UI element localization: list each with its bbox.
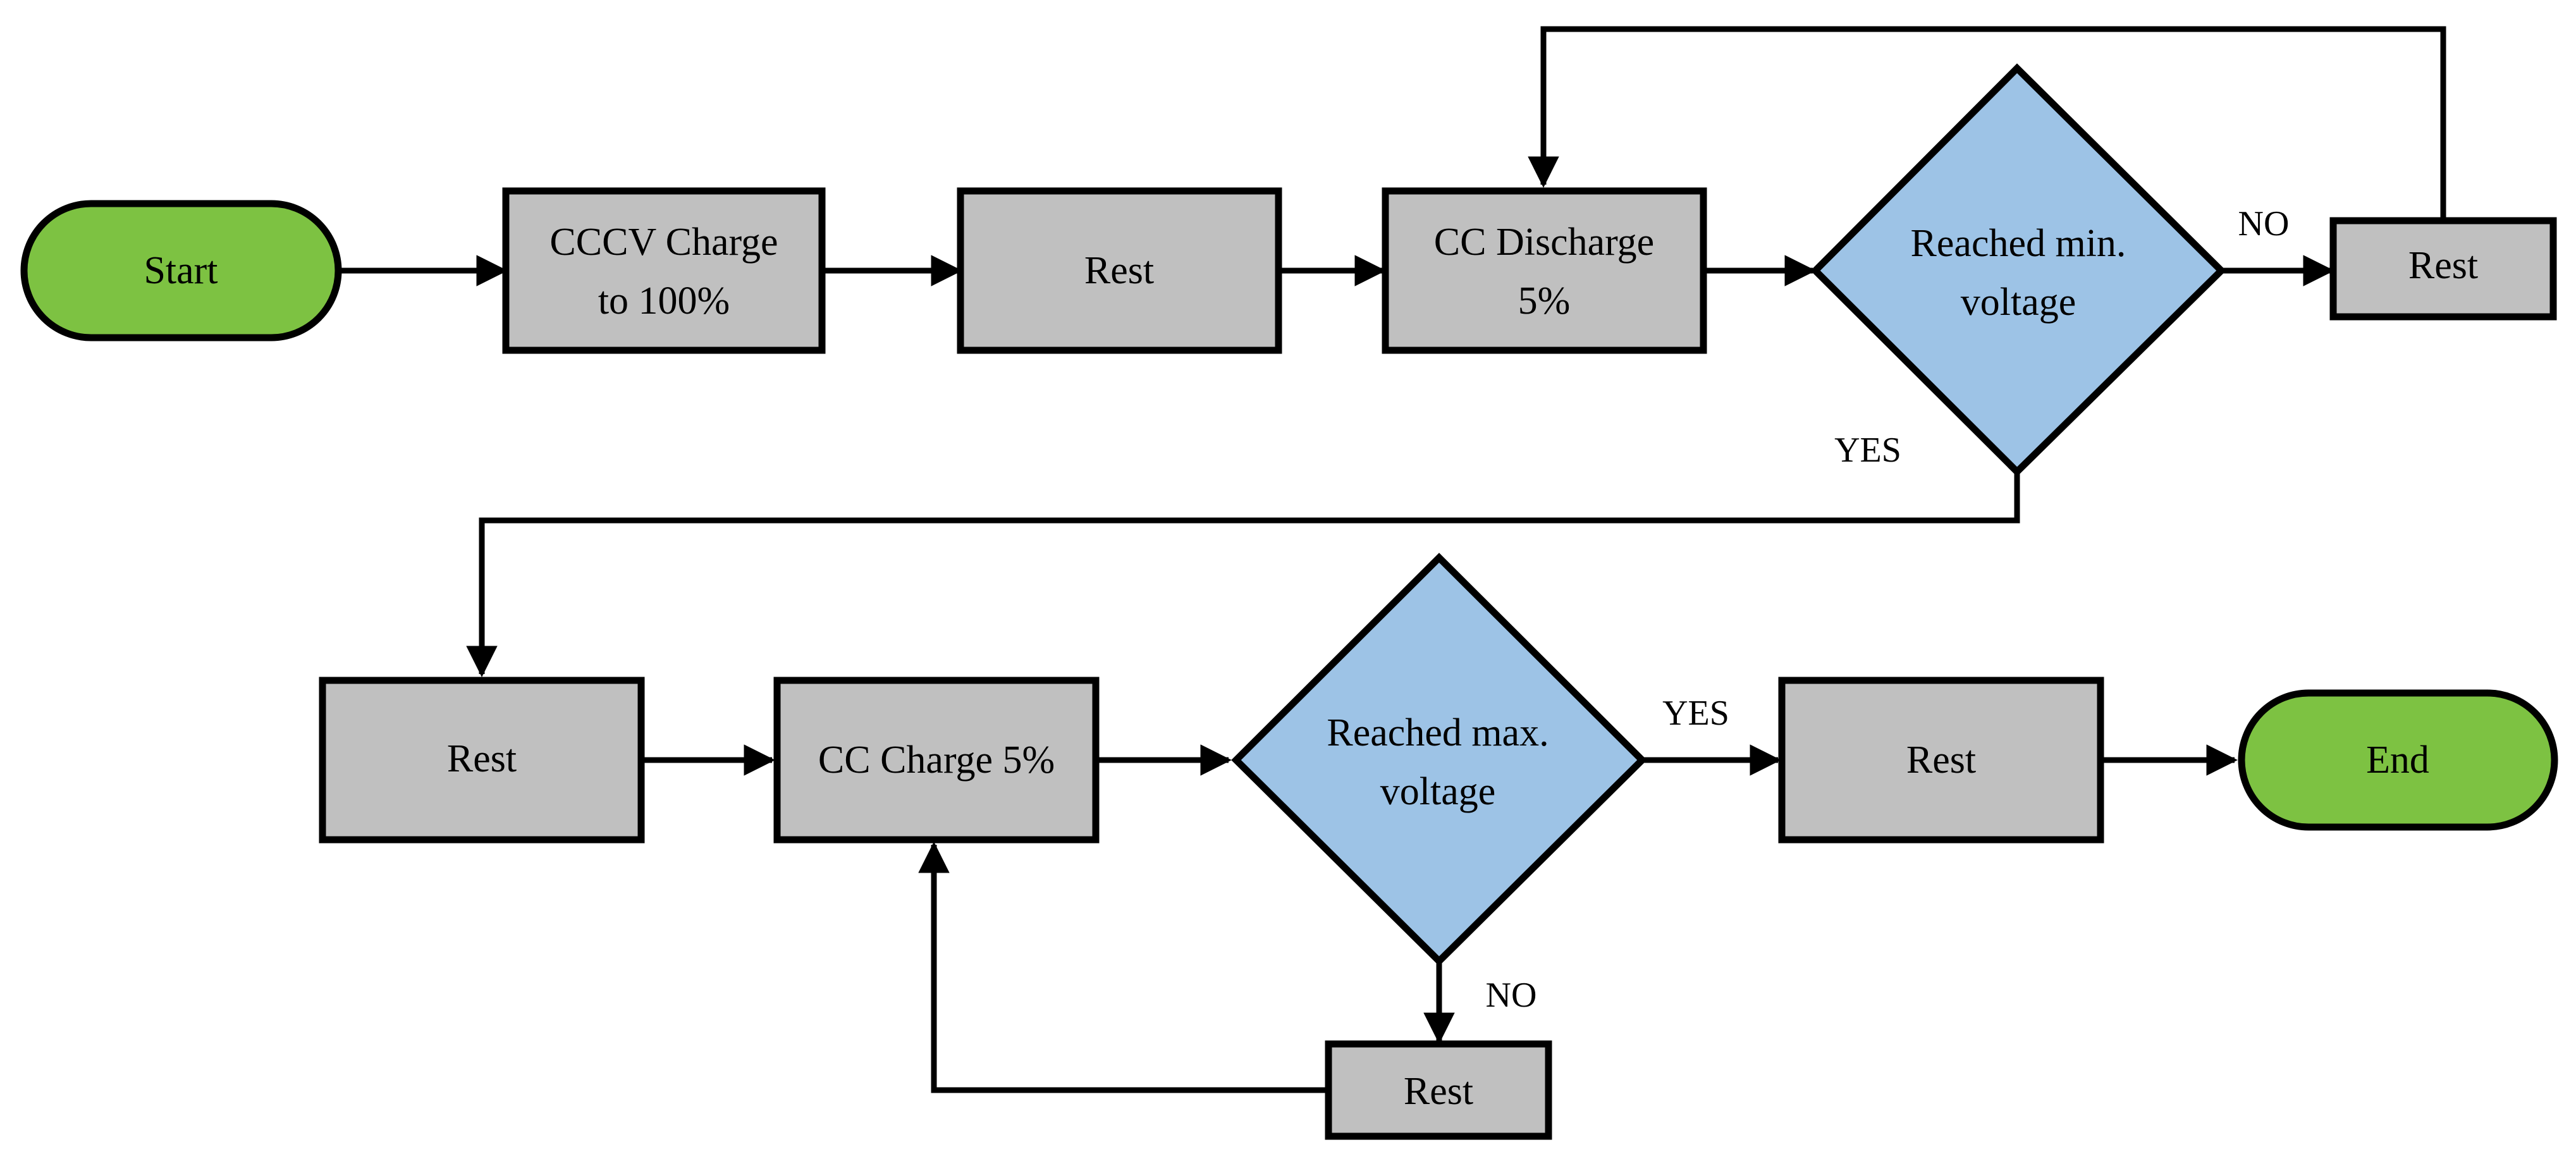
end-label: End (2366, 739, 2429, 782)
decision-min-voltage-label-line1: Reached min. (1911, 222, 2126, 265)
rest-bottom-1-box (319, 677, 645, 844)
rest-bottom-1-label: Rest (447, 737, 517, 780)
end-terminal: End (2238, 689, 2558, 831)
decision-max-voltage-diamond (1231, 553, 1647, 966)
start-terminal-shape (20, 200, 342, 341)
rest-bottom-2-label: Rest (1906, 739, 1976, 782)
rest-top-1-box (957, 187, 1282, 354)
cc-discharge-process: CC Discharge 5% (1382, 187, 1707, 354)
connectors (338, 26, 2446, 1093)
arrow-rest-loop-back-to-cc-charge (918, 842, 1328, 1093)
rest-bottom-2-box (1778, 677, 2104, 844)
branch-label-min-no: NO (2238, 204, 2290, 243)
cccv-charge-label-line1: CCCV Charge (549, 221, 778, 264)
rest-process-top-loop: Rest (2329, 217, 2557, 321)
start-label: Start (144, 249, 218, 292)
end-terminal-shape (2238, 689, 2558, 831)
cc-charge-process: CC Charge 5% (773, 677, 1100, 844)
cc-charge-box (773, 677, 1100, 844)
decision-max-voltage-label-line1: Reached max. (1327, 711, 1549, 754)
arrow-decision-min-yes-to-rest (466, 472, 2020, 677)
branch-label-max-no: NO (1486, 976, 1537, 1015)
decision-max-voltage: Reached max. voltage (1231, 553, 1647, 966)
cc-discharge-label-line2: 5% (1518, 279, 1571, 322)
cc-charge-label: CC Charge 5% (818, 739, 1055, 782)
cc-discharge-label-line1: CC Discharge (1434, 221, 1654, 264)
cccv-charge-box (502, 187, 826, 354)
rest-process-top-1: Rest (957, 187, 1282, 354)
cccv-charge-label-line2: to 100% (598, 279, 730, 322)
cc-discharge-box (1382, 187, 1707, 354)
decision-max-voltage-label-line2: voltage (1380, 770, 1496, 813)
rest-bottom-loop-label: Rest (1404, 1070, 1473, 1113)
decision-min-voltage-diamond (1810, 63, 2226, 477)
branch-label-min-yes: YES (1834, 431, 1901, 470)
rest-top-1-label: Rest (1084, 249, 1154, 292)
rest-bottom-loop-box (1325, 1040, 1552, 1140)
rest-top-loop-label: Rest (2408, 244, 2478, 287)
start-terminal: Start (20, 200, 342, 341)
rest-process-bottom-loop: Rest (1325, 1040, 1552, 1140)
decision-min-voltage-label-line2: voltage (1961, 281, 2076, 324)
branch-label-max-yes: YES (1662, 694, 1729, 733)
arrow-rest-loop-back-to-cc-discharge (1528, 26, 2446, 218)
decision-min-voltage: Reached min. voltage (1810, 63, 2226, 477)
cccv-charge-process: CCCV Charge to 100% (502, 187, 826, 354)
rest-process-bottom-1: Rest (319, 677, 645, 844)
rest-top-loop-box (2329, 217, 2557, 321)
rest-process-bottom-2: Rest (1778, 677, 2104, 844)
